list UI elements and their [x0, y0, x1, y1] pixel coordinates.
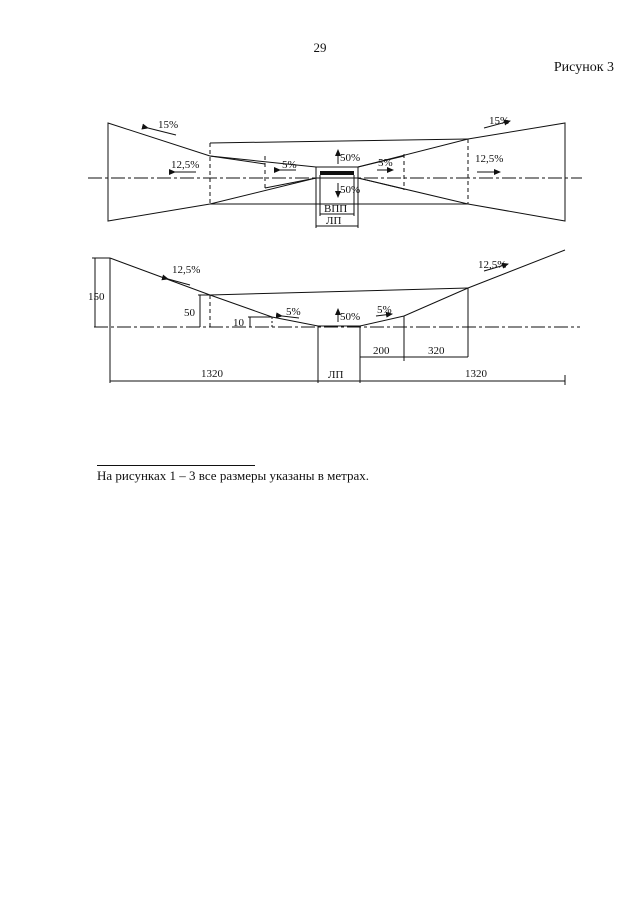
- dim-320-label: 320: [428, 345, 445, 357]
- height-150-label: 150: [88, 291, 105, 303]
- plan-slope-lateral-right: 12,5%: [475, 153, 503, 165]
- profile-top-line: [209, 287, 469, 296]
- profile-slope-lateral-right: 12,5%: [478, 259, 506, 271]
- plan-labels: 15% 15% 12,5% 12,5% 5% 5% 50% 50% ВПП ЛП: [158, 115, 509, 227]
- dim-1320-right-label: 1320: [465, 368, 488, 380]
- plan-slope-outer-left: 15%: [158, 119, 178, 131]
- figure-label: Рисунок 3: [553, 60, 614, 75]
- profile-view: [92, 249, 580, 385]
- plan-slope-lateral-left: 12,5%: [171, 159, 199, 171]
- height-10-label: 10: [233, 317, 245, 329]
- profile-surface: [109, 249, 566, 327]
- profile-slope-lateral-left: 12,5%: [172, 264, 200, 276]
- plan-slope-top: 50%: [340, 152, 360, 164]
- profile-slope-inner-right: 5%: [377, 304, 392, 316]
- footnote-rule: [97, 465, 255, 466]
- footnote: На рисунках 1 – 3 все размеры указаны в …: [97, 468, 370, 483]
- profile-labels: 12,5% 12,5% 5% 5% 50% 150 50 10 200 320 …: [88, 259, 506, 381]
- plan-slope-bottom: 50%: [340, 184, 360, 196]
- strip-rect: [315, 166, 359, 179]
- plan-slope-inner-left: 5%: [282, 159, 297, 171]
- dim-1320-left-label: 1320: [201, 368, 224, 380]
- plan-slope-inner-right: 5%: [378, 157, 393, 169]
- plan-view: [88, 119, 582, 228]
- profile-strip-label: ЛП: [328, 369, 343, 381]
- height-50-label: 50: [184, 307, 196, 319]
- profile-slope-center: 50%: [340, 311, 360, 323]
- dim-200-label: 200: [373, 345, 390, 357]
- runway-bar: [320, 171, 354, 175]
- profile-slope-inner-left: 5%: [286, 306, 301, 318]
- page-number: 29: [313, 40, 327, 55]
- plan-slope-outer-right: 15%: [489, 115, 509, 127]
- runway-label: ВПП: [324, 203, 347, 215]
- plan-top-edge: [209, 138, 469, 144]
- plan-strip-label: ЛП: [326, 215, 341, 227]
